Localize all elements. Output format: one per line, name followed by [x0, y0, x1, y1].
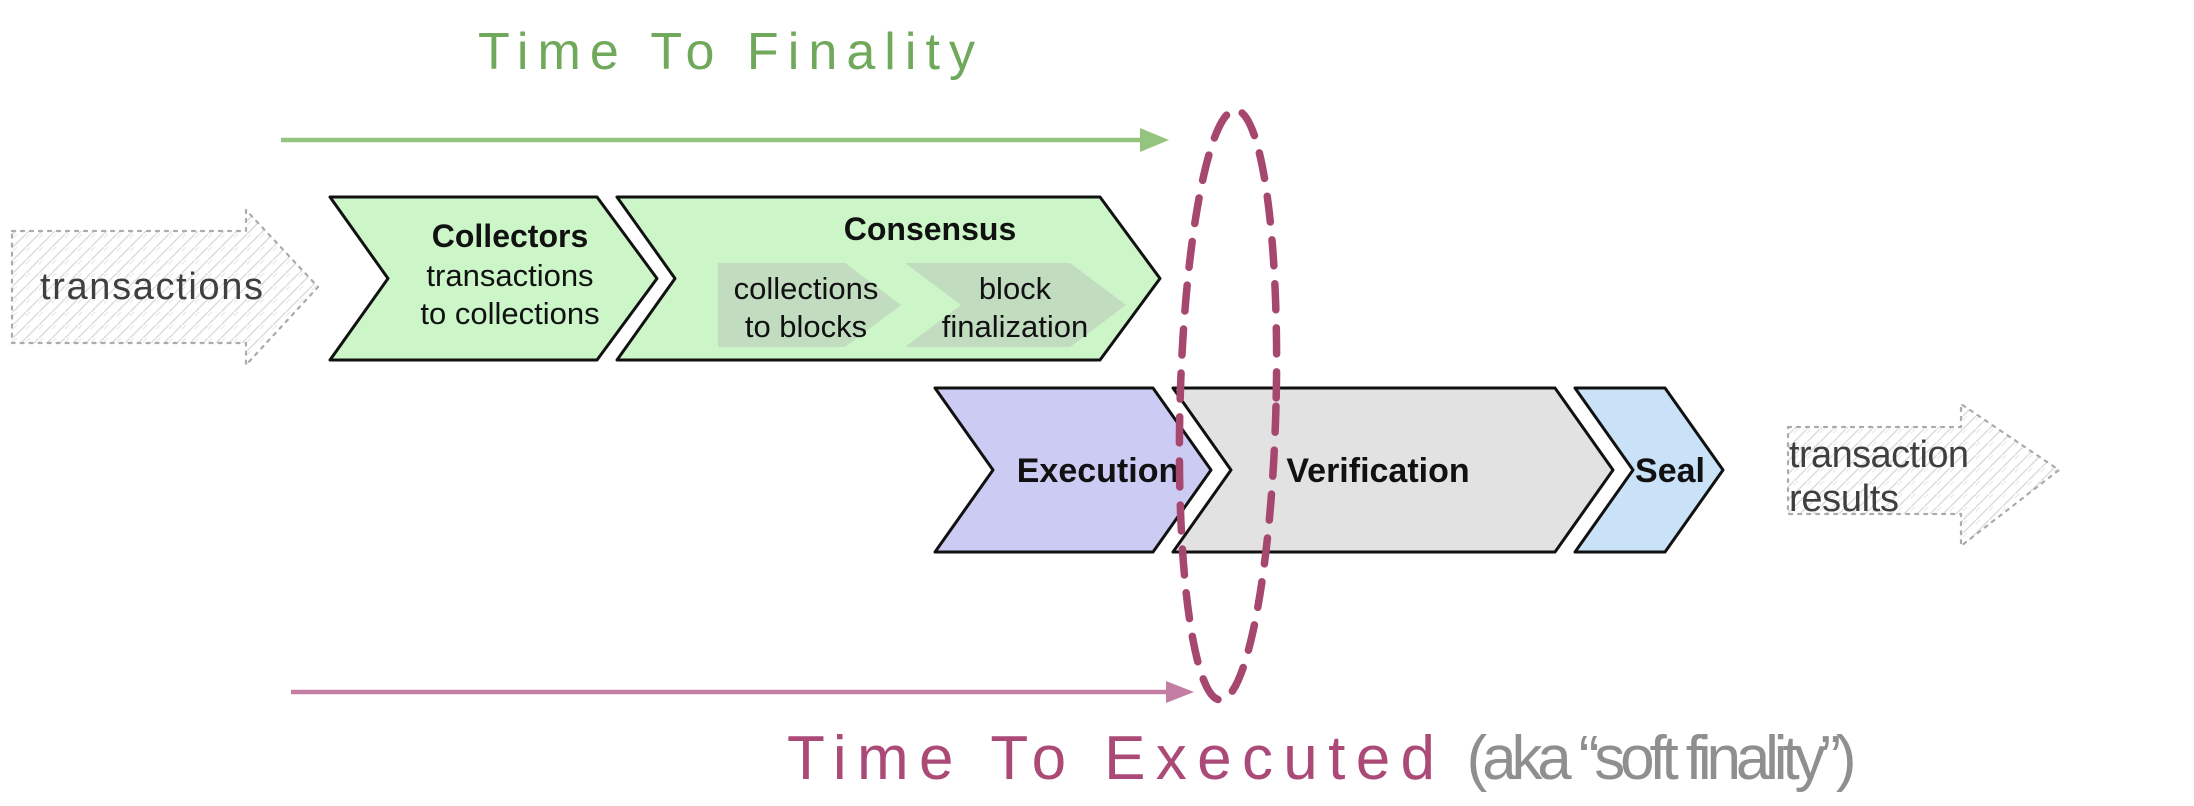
transactions-input-label: transactions — [40, 266, 263, 308]
transaction-results-label-line1: transaction — [1789, 434, 1969, 476]
execution-chevron — [933, 386, 1213, 554]
transaction-results-arrow — [1786, 402, 2061, 548]
collections-to-blocks-subchevron — [718, 263, 901, 347]
transactions-input-arrow — [10, 208, 320, 367]
time-to-finality-arrowhead-icon — [1140, 128, 1169, 152]
time-to-finality-label: Time To Finality — [478, 23, 977, 81]
block-finalization-line2: finalization — [942, 309, 1088, 344]
time-to-executed-arrowhead-icon — [1166, 681, 1194, 703]
execution-label: Execution — [1017, 452, 1179, 490]
collections-to-blocks-line1: collections — [734, 271, 879, 306]
collectors-title: Collectors — [432, 218, 588, 254]
soft-finality-ellipse — [1175, 106, 1281, 704]
time-to-executed-label: Time To Executed (aka “soft finality”) — [787, 724, 1859, 793]
collectors-chevron — [328, 195, 659, 362]
seal-label: Seal — [1635, 452, 1705, 490]
verification-label: Verification — [1286, 452, 1469, 490]
time-to-executed-text: Time To Executed — [787, 724, 1437, 793]
soft-finality-note: (aka “soft finality”) — [1467, 724, 1859, 793]
transaction-results-label-line2: results — [1789, 478, 1899, 520]
collectors-line1: transactions — [426, 258, 593, 293]
block-finalization-subchevron — [905, 263, 1126, 347]
collections-to-blocks-line2: to blocks — [745, 309, 867, 344]
collectors-line2: to collections — [420, 296, 599, 331]
verification-chevron — [1171, 386, 1615, 554]
seal-chevron — [1573, 386, 1725, 554]
block-finalization-line1: block — [979, 271, 1052, 306]
consensus-title: Consensus — [844, 211, 1016, 247]
